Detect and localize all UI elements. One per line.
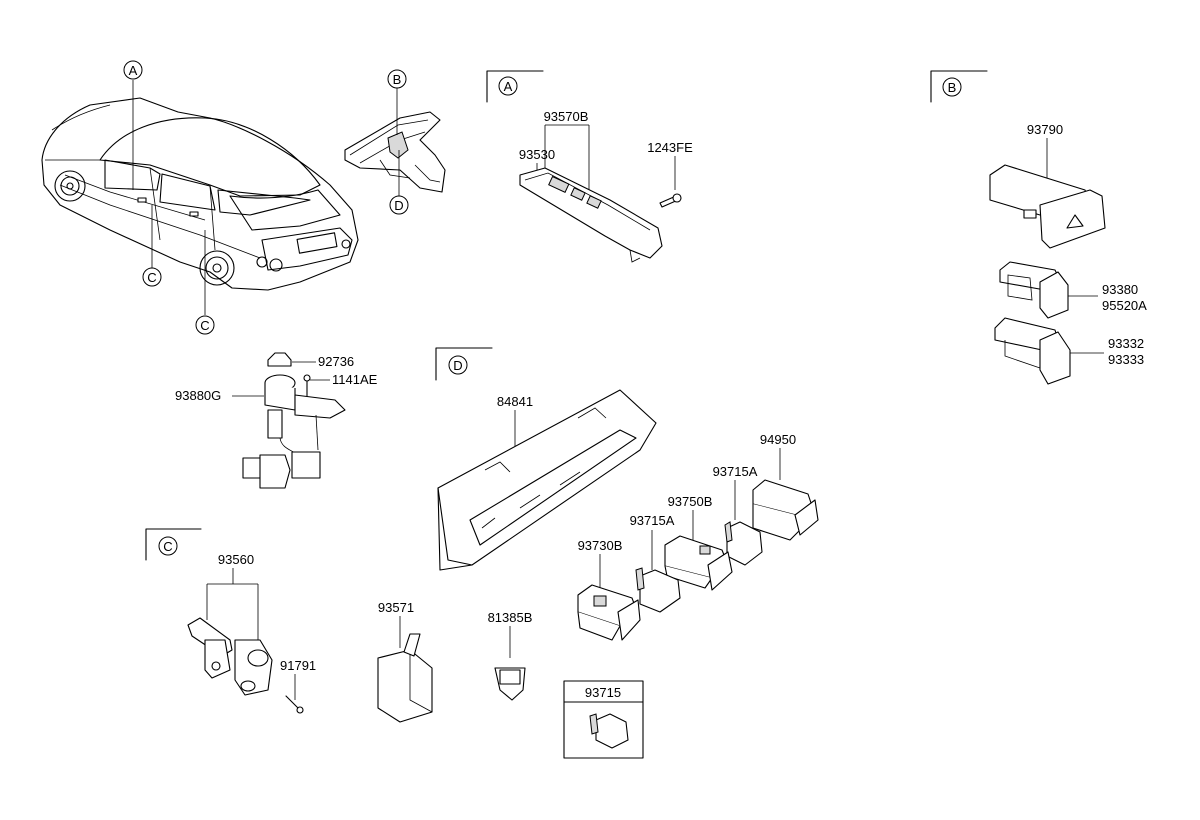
section-D-marker: D <box>435 347 493 381</box>
part-1243FE: 1243FE <box>647 140 693 155</box>
switch-93380 <box>999 261 1069 319</box>
bolt-1141AE <box>303 374 311 397</box>
switch-93750B <box>664 535 733 591</box>
screw-1243FE <box>659 193 682 208</box>
part-93560: 93560 <box>218 552 254 567</box>
part-93715A-1: 93715A <box>713 464 758 479</box>
part-93715A-2: 93715A <box>630 513 675 528</box>
callout-C2-label: C <box>200 318 209 333</box>
part-81385B: 81385B <box>488 610 533 625</box>
car-illustration <box>41 97 359 291</box>
section-A-marker: A <box>486 70 544 103</box>
part-93571: 93571 <box>378 600 414 615</box>
part-92736: 92736 <box>318 354 354 369</box>
callout-circle-D <box>389 195 409 215</box>
part-93380: 93380 <box>1102 282 1138 297</box>
part-84841: 84841 <box>497 394 533 409</box>
sensor-93880G <box>242 374 346 489</box>
section-B-marker: B <box>930 70 988 103</box>
bezel-84841 <box>437 389 657 571</box>
switch-93730B <box>577 584 641 641</box>
switch-93715A-2 <box>635 567 681 613</box>
callout-circle-C2 <box>195 315 215 335</box>
callout-circle-C1 <box>142 267 162 287</box>
callout-circle-B <box>387 69 407 89</box>
switch-93332 <box>994 317 1071 385</box>
part-93570B: 93570B <box>544 109 589 124</box>
door-switch-93560-b <box>234 639 273 696</box>
part-93333: 93333 <box>1108 352 1144 367</box>
part-93880G: 93880G <box>175 388 221 403</box>
section-B-label: B <box>948 80 957 95</box>
part-94950: 94950 <box>760 432 796 447</box>
section-C-label: C <box>163 539 172 554</box>
part-93530: 93530 <box>519 147 555 162</box>
switch-94950 <box>752 479 819 541</box>
part-93730B: 93730B <box>578 538 623 553</box>
callout-B-label: B <box>393 72 402 87</box>
dashboard-illustration <box>344 111 446 193</box>
window-switch-panel <box>519 167 663 263</box>
callout-A-label: A <box>129 63 138 78</box>
section-A-label: A <box>504 79 513 94</box>
hazard-switch-93790 <box>989 164 1106 249</box>
door-switch-93560-a <box>187 617 233 679</box>
clip-81385B <box>494 667 526 701</box>
callout-circle-A <box>123 60 143 80</box>
callout-D-label: D <box>394 198 403 213</box>
part-93715: 93715 <box>585 685 621 700</box>
screw-91791 <box>285 695 304 714</box>
section-C-marker: C <box>145 528 202 561</box>
part-93332: 93332 <box>1108 336 1144 351</box>
part-95520A: 95520A <box>1102 298 1147 313</box>
part-1141AE: 1141AE <box>332 372 378 387</box>
callout-C1-label: C <box>147 270 156 285</box>
module-93571 <box>377 633 433 723</box>
part-91791: 91791 <box>280 658 316 673</box>
cap-92736 <box>267 352 292 367</box>
part-93790: 93790 <box>1027 122 1063 137</box>
box-93715: 93715 <box>563 680 644 759</box>
part-93750B: 93750B <box>668 494 713 509</box>
section-D-label: D <box>453 358 462 373</box>
